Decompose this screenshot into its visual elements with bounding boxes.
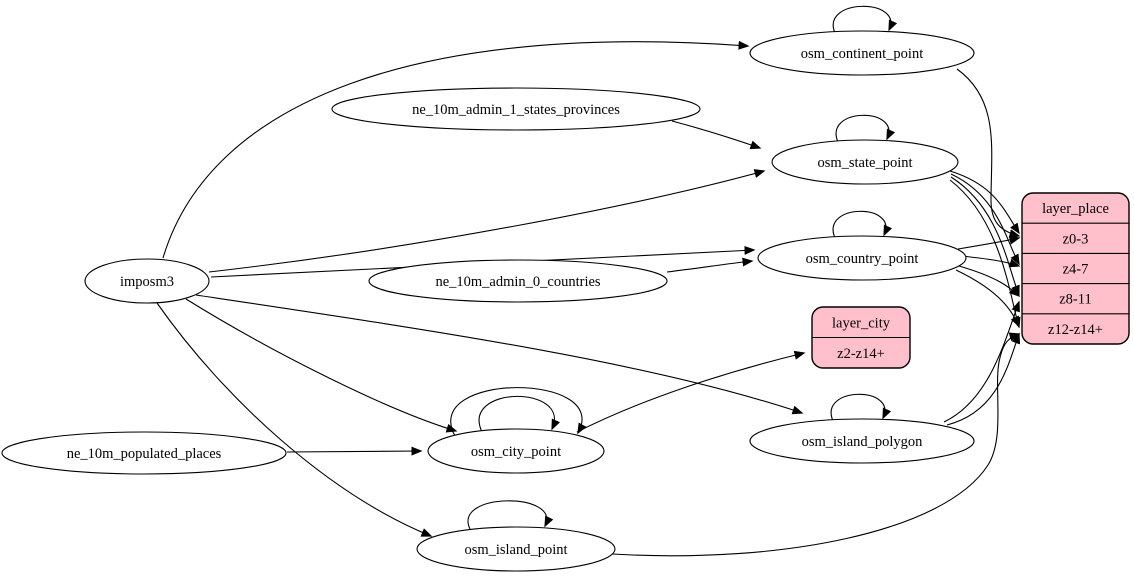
edge-osm_island_polygon-to-osm_island_polygon bbox=[830, 393, 892, 422]
node-osm_state_point: osm_state_point bbox=[771, 139, 959, 185]
edge-osm_city_point-to-osm_city_point bbox=[450, 387, 587, 437]
node-ellipse bbox=[416, 526, 616, 572]
node-label: osm_island_polygon bbox=[802, 434, 924, 450]
node-ellipse bbox=[757, 235, 967, 281]
node-osm_island_polygon: osm_island_polygon bbox=[749, 418, 975, 464]
node-ellipse bbox=[749, 30, 975, 76]
record-row-z2-z14+: z2-z14+ bbox=[837, 346, 885, 362]
node-label: osm_city_point bbox=[471, 444, 561, 460]
node-label: osm_island_point bbox=[464, 542, 567, 558]
edge-osm_city_point-to-osm_city_point bbox=[478, 395, 561, 433]
node-label: osm_country_point bbox=[806, 251, 919, 267]
edge-osm_country_point-to-layer_place.z4-7 bbox=[960, 255, 1021, 268]
node-ne_10m_admin_0_countries: ne_10m_admin_0_countries bbox=[368, 259, 668, 303]
edges-layer bbox=[156, 5, 1021, 557]
node-osm_continent_point: osm_continent_point bbox=[749, 30, 975, 76]
record-title-layer_place: layer_place bbox=[1042, 201, 1109, 217]
node-osm_island_point: osm_island_point bbox=[416, 526, 616, 572]
edge-osm_state_point-to-layer_place.z4-7 bbox=[950, 173, 1020, 266]
node-ellipse bbox=[331, 87, 701, 131]
edge-osm_island_polygon-to-layer_place.z8-11 bbox=[943, 300, 1020, 423]
node-ellipse bbox=[427, 428, 605, 474]
node-label: imposm3 bbox=[120, 274, 174, 290]
edge-osm_continent_point-to-osm_continent_point bbox=[832, 5, 898, 34]
node-label: osm_state_point bbox=[817, 155, 912, 171]
edge-osm_continent_point-to-layer_place.z0-3 bbox=[956, 68, 1021, 238]
edge-imposm3-to-osm_island_polygon bbox=[195, 294, 804, 415]
record-row-z8-11: z8-11 bbox=[1059, 292, 1091, 308]
record-row-z4-7: z4-7 bbox=[1063, 262, 1089, 278]
edge-osm_state_point-to-osm_state_point bbox=[835, 114, 896, 143]
node-imposm3: imposm3 bbox=[84, 258, 210, 304]
edge-osm_state_point-to-layer_place.z0-3 bbox=[949, 170, 1020, 235]
edge-osm_state_point-to-layer_place.z8-11 bbox=[950, 176, 1020, 297]
record-layer_place: layer_place z0-3 z4-7 z8-11 z12-z14+ bbox=[1021, 192, 1130, 345]
record-row-z12-z14+: z12-z14+ bbox=[1048, 322, 1103, 338]
record-title-layer_city: layer_city bbox=[832, 315, 891, 331]
node-ellipse bbox=[84, 258, 210, 304]
node-ellipse bbox=[771, 139, 959, 185]
node-osm_city_point: osm_city_point bbox=[427, 428, 605, 474]
edge-imposm3-to-osm_continent_point bbox=[162, 40, 750, 259]
node-label: ne_10m_populated_places bbox=[67, 446, 222, 462]
node-ne_10m_admin_1_states_provinces: ne_10m_admin_1_states_provinces bbox=[331, 87, 701, 131]
edge-ne_10m_admin_0_countries-to-osm_country_point bbox=[666, 257, 754, 273]
edge-osm_country_point-to-osm_country_point bbox=[832, 210, 893, 239]
node-ellipse bbox=[749, 418, 975, 464]
edge-imposm3-to-osm_state_point bbox=[208, 169, 766, 273]
edge-imposm3-to-osm_island_point bbox=[156, 302, 433, 537]
edge-osm_island_point-to-osm_island_point bbox=[467, 500, 554, 530]
record-box bbox=[1021, 192, 1130, 345]
node-label: osm_continent_point bbox=[801, 46, 923, 62]
edge-osm_state_point-to-layer_place.z12-z14+ bbox=[949, 179, 1021, 329]
node-label: ne_10m_admin_0_countries bbox=[435, 274, 600, 290]
edge-ne_10m_populated_places-to-osm_city_point bbox=[286, 446, 423, 456]
edge-imposm3-to-osm_city_point bbox=[185, 298, 458, 433]
node-ellipse bbox=[368, 259, 668, 303]
node-ne_10m_populated_places: ne_10m_populated_places bbox=[1, 431, 287, 475]
edge-osm_country_point-to-layer_place.z12-z14+ bbox=[955, 269, 1020, 328]
record-layer_city: layer_city z2-z14+ bbox=[811, 306, 911, 369]
node-ellipse bbox=[1, 431, 287, 475]
nodes-layer: imposm3 ne_10m_admin_1_states_provincesne… bbox=[1, 30, 1130, 572]
edge-ne_10m_admin_1_states_provinces-to-osm_state_point bbox=[671, 120, 762, 150]
edge-osm_country_point-to-layer_place.z8-11 bbox=[958, 265, 1021, 297]
edge-osm_island_point-to-layer_place.z12-z14+ bbox=[612, 332, 1021, 557]
edge-osm_island_polygon-to-layer_place.z12-z14+ bbox=[946, 332, 1021, 426]
node-osm_country_point: osm_country_point bbox=[757, 235, 967, 281]
node-label: ne_10m_admin_1_states_provinces bbox=[412, 102, 620, 118]
edge-osm_city_point-to-layer_city.z2-z14+ bbox=[576, 350, 806, 433]
edge-osm_country_point-to-layer_place.z0-3 bbox=[957, 235, 1021, 250]
record-row-z0-3: z0-3 bbox=[1063, 231, 1089, 247]
